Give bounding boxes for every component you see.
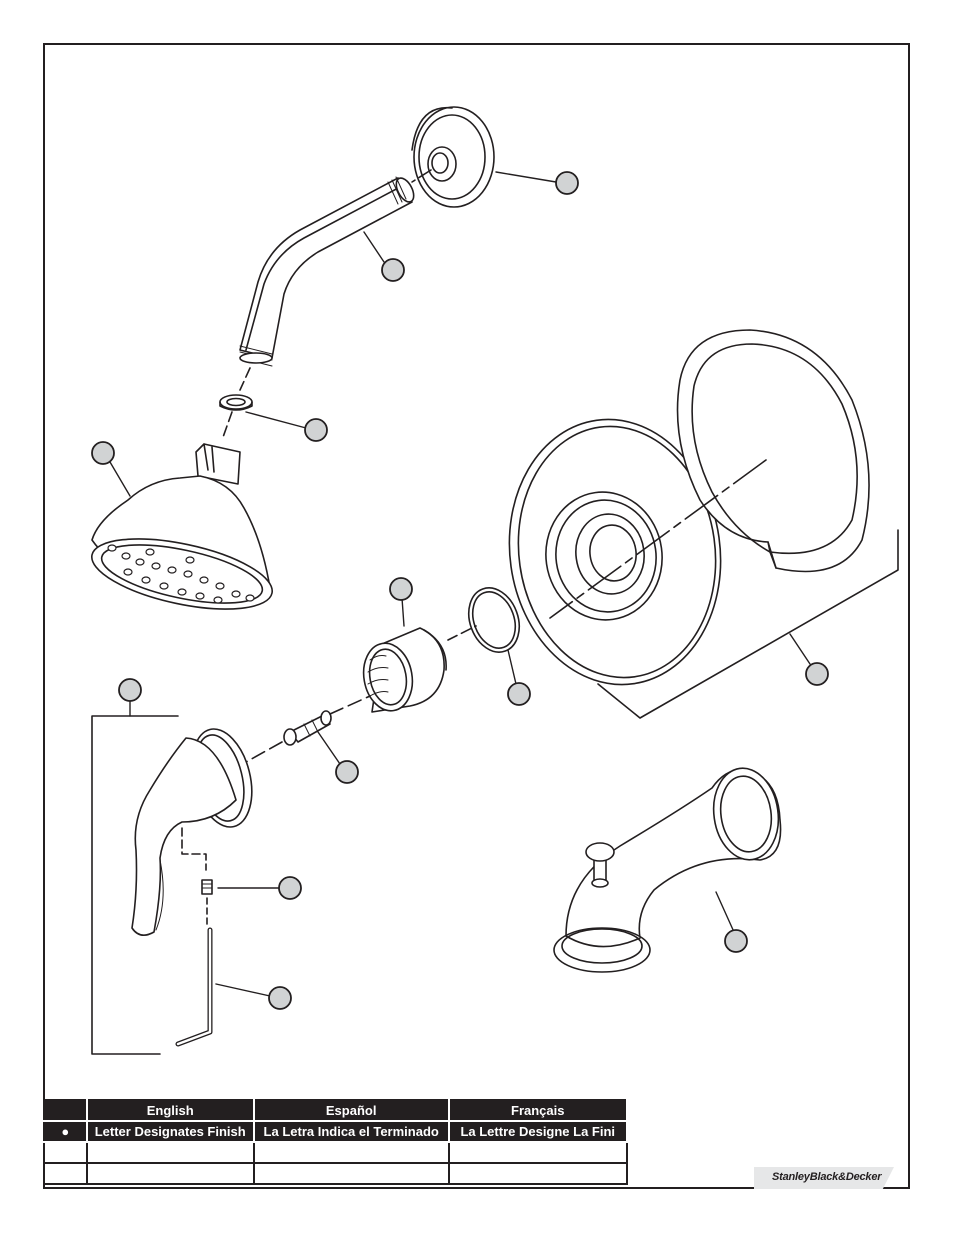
- arm-axis-line: [240, 368, 250, 390]
- brand-logo: StanleyBlack&Decker: [754, 1167, 894, 1189]
- legend-empty-row: [44, 1163, 627, 1184]
- sleeve: [358, 628, 446, 715]
- washer: [220, 395, 252, 410]
- callout-tub-spout: [725, 930, 747, 952]
- shower-arm-flange: [412, 107, 494, 207]
- stem-axis-line-a: [330, 696, 370, 714]
- legend-header-english: English: [87, 1100, 254, 1121]
- callout-washer: [305, 419, 327, 441]
- finish-symbol: ●: [44, 1121, 87, 1142]
- finish-espanol: La Letra Indica el Terminado: [254, 1121, 449, 1142]
- legend-finish-row: ● Letter Designates Finish La Letra Indi…: [44, 1121, 627, 1142]
- allen-wrench: [178, 930, 210, 1044]
- callout-o-ring: [508, 683, 530, 705]
- legend-empty-row: [44, 1142, 627, 1163]
- brand-logo-text: StanleyBlack&Decker: [772, 1171, 881, 1183]
- legend-header-blank: [44, 1100, 87, 1121]
- tub-spout: [554, 764, 784, 972]
- handle-axis-line: [182, 828, 206, 870]
- legend-header-francais: Français: [449, 1100, 627, 1121]
- finish-francais: La Lettre Designe La Fini: [449, 1121, 627, 1142]
- callout-sleeve: [390, 578, 412, 600]
- lever-handle: [132, 723, 261, 935]
- callout-shower-arm: [382, 259, 404, 281]
- callout-trim-kit: [806, 663, 828, 685]
- callout-handle-kit: [119, 679, 141, 701]
- callout-stem-extension: [336, 761, 358, 783]
- legend-header-espanol: Español: [254, 1100, 449, 1121]
- callout-allen-wrench: [269, 987, 291, 1009]
- callout-set-screw: [279, 877, 301, 899]
- finish-legend-table: English Español Français ● Letter Design…: [43, 1099, 628, 1185]
- callout-shower-head: [92, 442, 114, 464]
- stem-axis-line-b: [246, 742, 282, 762]
- legend-header-row: English Español Français: [44, 1100, 627, 1121]
- set-screw: [202, 880, 212, 894]
- callout-flange: [556, 172, 578, 194]
- washer-axis-line: [222, 412, 232, 440]
- finish-english: Letter Designates Finish: [87, 1121, 254, 1142]
